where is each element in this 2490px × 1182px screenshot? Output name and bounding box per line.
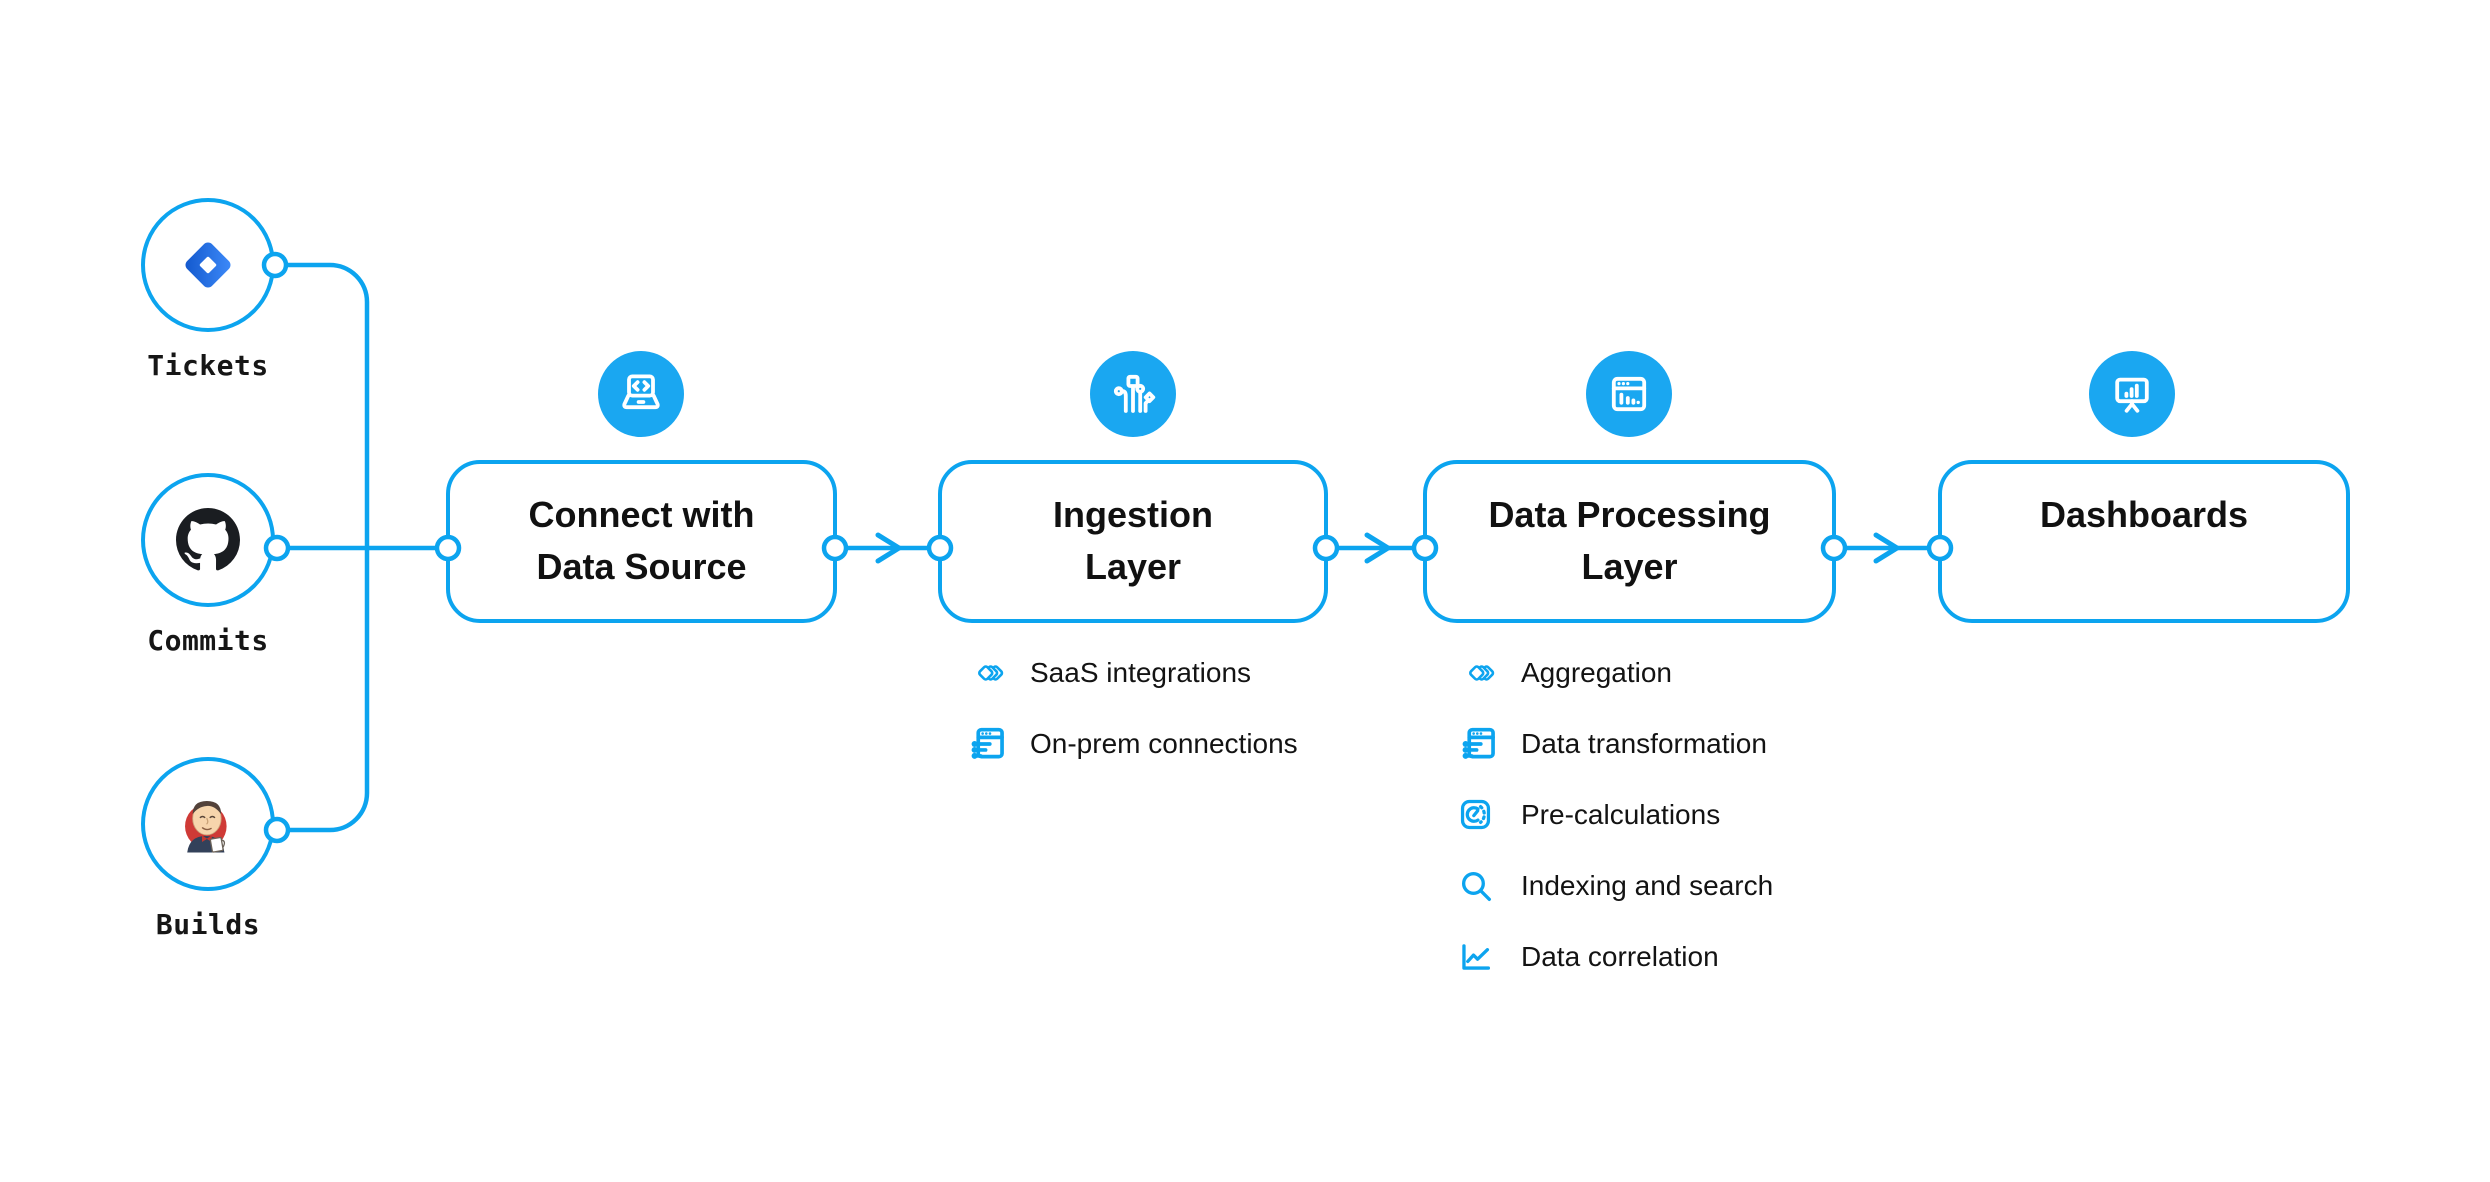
list-item: Indexing and search [1457,850,1773,921]
stage-title: Dashboards [2039,494,2249,535]
jira-icon [185,242,231,288]
circuit-icon [1090,351,1176,437]
laptop-code-icon [598,351,684,437]
window-sliders-icon [1457,723,1507,765]
stage-data-processing-layer: Data Processing Layer [1423,460,1836,623]
presentation-chart-icon [2089,351,2175,437]
list-item: SaaS integrations [966,637,1298,708]
line-chart-icon [1457,938,1507,976]
list-item: Data transformation [1457,708,1773,779]
jenkins-icon [185,801,227,853]
source-builds-label: Builds [155,908,261,941]
stage-dashboards: Dashboards [1938,460,2350,623]
list-item: Pre-calculations [1457,779,1773,850]
stage-title: Connect with Data Source [528,494,755,587]
diamonds-icon [1457,658,1507,688]
search-icon [1457,867,1507,905]
list-item: Aggregation [1457,637,1773,708]
feature-label: Data transformation [1521,727,1767,759]
processing-feature-list: Aggregation Data transformation [1457,637,1773,992]
source-builds [141,757,275,891]
stage-connect-data-source: Connect with Data Source [446,460,837,623]
feature-label: On-prem connections [1030,727,1298,759]
source-tickets-label: Tickets [147,349,269,382]
stage-ingestion-layer: Ingestion Layer [938,460,1328,623]
source-commits [141,473,275,607]
feature-label: Pre-calculations [1521,798,1721,830]
stage-title: Data Processing Layer [1488,494,1771,587]
window-chart-icon [1586,351,1672,437]
stage-title: Ingestion Layer [1053,494,1213,587]
source-tickets [141,198,275,332]
gauge-icon [1457,796,1507,833]
feature-label: Data correlation [1521,940,1719,972]
feature-label: SaaS integrations [1030,656,1252,688]
diamonds-icon [966,658,1016,688]
feature-label: Indexing and search [1521,869,1774,901]
list-item: Data correlation [1457,921,1773,992]
window-sliders-icon [966,723,1016,765]
github-icon [176,508,240,571]
ingestion-feature-list: SaaS integrations On-prem connections [966,637,1298,779]
feature-label: Aggregation [1521,656,1673,688]
source-commits-label: Commits [147,624,269,657]
list-item: On-prem connections [966,708,1298,779]
